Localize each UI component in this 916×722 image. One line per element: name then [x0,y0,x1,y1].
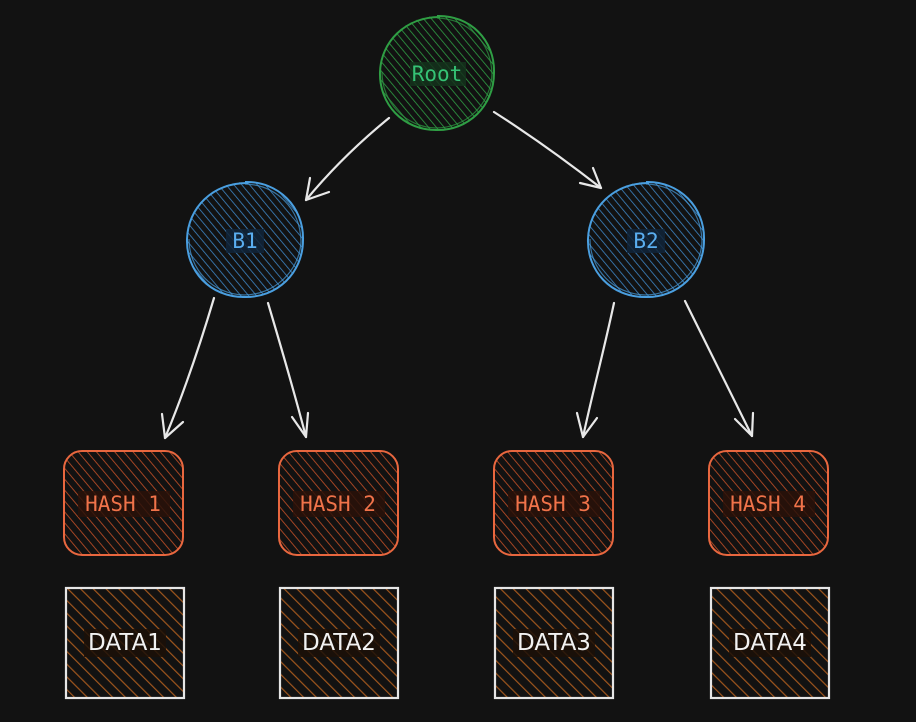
hash-2-node: HASH 2 [278,450,399,556]
data-2-label: DATA2 [302,630,376,656]
edge-root-b2 [492,110,603,190]
b2-node: B2 [586,180,706,299]
data-4-block: DATA4 [709,586,831,700]
edge-b2-hash4 [683,299,755,438]
edge-b2-hash3 [575,301,616,439]
hash-1-label: HASH 1 [85,492,161,516]
data-3-block: DATA3 [493,586,615,700]
edge-root-b1 [304,116,391,202]
b1-label: B1 [232,229,257,253]
hash-4-label: HASH 4 [730,492,806,516]
hash-1-node: HASH 1 [63,450,184,556]
data-2-block: DATA2 [278,586,400,700]
hash-2-label: HASH 2 [300,492,376,516]
data-1-label: DATA1 [88,630,162,656]
hash-3-node: HASH 3 [493,450,614,556]
root-node: Root [378,14,496,132]
edge-b1-hash2 [266,301,310,439]
root-label: Root [412,62,463,86]
hash-3-label: HASH 3 [515,492,591,516]
edge-b1-hash1 [160,296,216,440]
edges [160,110,755,440]
hash-4-node: HASH 4 [708,450,829,556]
b2-label: B2 [633,229,658,253]
data-4-label: DATA4 [733,630,807,656]
data-3-label: DATA3 [517,630,591,656]
data-1-block: DATA1 [64,586,186,700]
b1-node: B1 [185,180,305,299]
